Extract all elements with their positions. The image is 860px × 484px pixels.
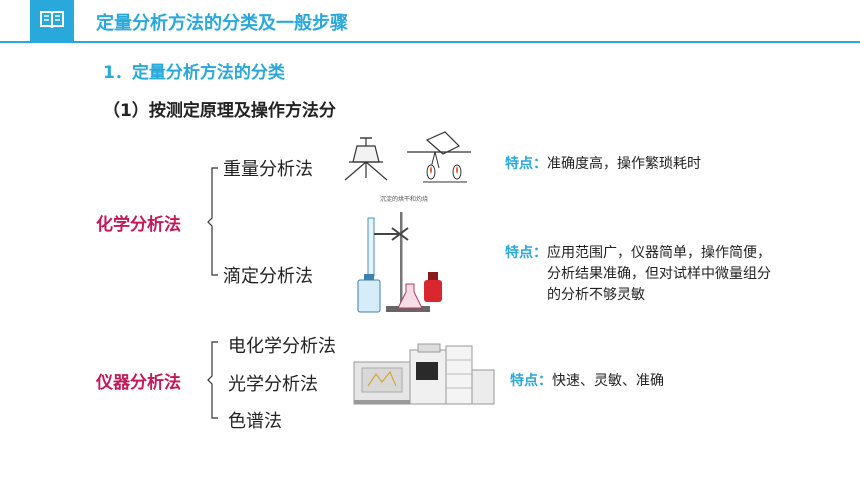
method-optical: 光学分析法 (228, 374, 318, 395)
header-divider (0, 41, 860, 43)
gravimetric-caption: 沉淀的烘干和灼烧 (380, 196, 429, 203)
method-chromatography: 色谱法 (228, 411, 282, 432)
feature-label: 特点： (510, 373, 552, 389)
feature-text: 快速、灵敏、准确 (552, 373, 664, 389)
section-subheading: （1）按测定原理及操作方法分 (103, 101, 336, 121)
feature-titration: 特点： 应用范围广，仪器简单，操作简便，分析结果准确，但对试样中微量组分的分析不… (505, 243, 795, 306)
feature-label: 特点： (505, 156, 547, 172)
brackets (207, 167, 218, 419)
method-titration: 滴定分析法 (223, 266, 313, 287)
category-chemical-analysis: 化学分析法 (96, 215, 181, 235)
feature-label: 特点： (505, 245, 547, 261)
method-electrochemical: 电化学分析法 (228, 336, 336, 357)
method-gravimetric: 重量分析法 (223, 159, 313, 180)
feature-text: 应用范围广，仪器简单，操作简便，分析结果准确，但对试样中微量组分的分析不够灵敏 (547, 245, 771, 303)
section-heading: 1．定量分析方法的分类 (103, 63, 285, 83)
chemical-bracket (207, 167, 218, 276)
page-title: 定量分析方法的分类及一般步骤 (96, 13, 348, 34)
feature-gravimetric: 特点：准确度高，操作繁琐耗时 (505, 154, 785, 175)
book-icon (40, 11, 64, 29)
feature-instrumental: 特点：快速、灵敏、准确 (510, 371, 664, 392)
gravimetric-illustration (344, 131, 471, 183)
feature-text: 准确度高，操作繁琐耗时 (547, 156, 701, 172)
titration-illustration (357, 212, 442, 313)
instrumental-bracket (207, 341, 218, 419)
header-icon-box (30, 0, 74, 41)
instrument-illustration (353, 343, 495, 405)
category-instrumental-analysis: 仪器分析法 (96, 373, 181, 393)
